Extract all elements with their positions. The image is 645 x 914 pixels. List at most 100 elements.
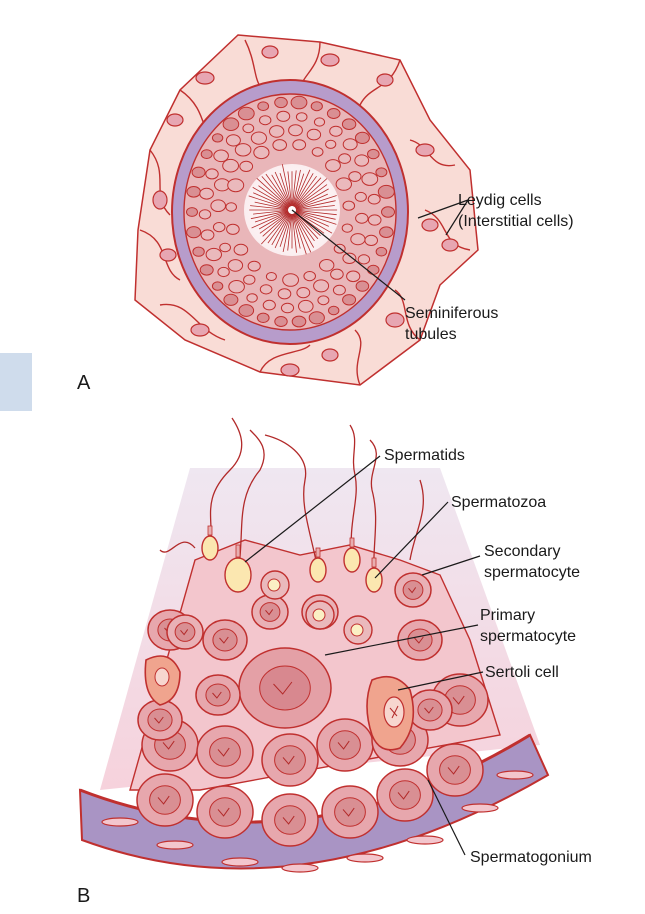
side-tab <box>0 353 32 411</box>
primary-spermatocyte-cell-chromatin <box>273 681 293 695</box>
panel-a-cross-section <box>134 34 479 386</box>
tubule-cell <box>342 252 357 264</box>
tubule-cell <box>238 304 255 317</box>
panel-letter-b: B <box>77 885 91 907</box>
panel-letter-a: A <box>77 372 91 394</box>
tubule-cell <box>225 134 241 147</box>
spermatogonium-cell-nucleus <box>274 805 306 835</box>
sperm-tail <box>279 213 292 247</box>
sperm-midpiece <box>235 544 241 558</box>
tubule-cell <box>288 124 303 137</box>
tubule-cell <box>308 311 325 325</box>
sperm-tail <box>248 195 289 210</box>
tubule-cell <box>242 123 255 134</box>
secondary-spermatocyte-cell-chromatin <box>408 587 417 594</box>
tubule-cell <box>298 299 314 313</box>
sperm-tail <box>258 185 290 208</box>
interstitial-cells <box>152 45 459 377</box>
sperm-tail <box>261 212 290 245</box>
sperm-tail <box>271 174 291 207</box>
leader-lines-a <box>291 199 469 301</box>
tubule-cell <box>364 234 379 246</box>
sperm-tail <box>295 211 329 227</box>
sperm-tail <box>261 176 290 208</box>
label-seminiferous-line1: Seminiferous <box>405 305 499 322</box>
sperm-tail <box>274 171 291 207</box>
sperm-tail <box>294 178 328 208</box>
sperm-midpiece <box>371 557 377 568</box>
sperm-tail <box>292 213 301 249</box>
sperm-tail <box>292 213 307 255</box>
tubule-cell <box>375 246 388 257</box>
tubule-cell <box>341 223 353 233</box>
tubule-cell <box>367 193 381 205</box>
tubule-cells <box>186 95 395 328</box>
sperm-tail <box>295 188 329 209</box>
sperm-tail <box>282 213 292 252</box>
tubule-cell <box>228 280 245 294</box>
tubule-cell <box>226 223 240 235</box>
label-leydig-cells-line1: Leydig cells <box>458 192 542 209</box>
primary-spermatocyte-cell-nucleus <box>417 698 443 722</box>
spermatogonium-cell-nucleus <box>389 780 421 810</box>
tubule-cell <box>329 125 343 137</box>
sperm-midpiece <box>207 525 213 536</box>
membrane-vessel <box>281 863 319 873</box>
label-sertoli-cell: Sertoli cell <box>485 664 559 681</box>
membrane-vessel <box>101 817 139 827</box>
tubule-cell <box>325 159 341 172</box>
tubule-cell <box>303 271 317 282</box>
tubule-cell <box>350 233 366 246</box>
tubule-cell <box>367 148 380 160</box>
secondary-spermatocyte-cell-nucleus <box>402 580 424 600</box>
label-primary-line1: Primary <box>480 607 536 624</box>
primary-spermatocyte-cell-chromatin <box>154 716 164 724</box>
sperm-tail <box>293 213 315 248</box>
spermatogonium-cell-nucleus <box>209 737 241 767</box>
sperm-tail <box>159 541 196 553</box>
primary-spermatocyte-cell-chromatin <box>219 636 229 644</box>
sperm-tail <box>294 177 322 208</box>
sperm-tail <box>250 205 289 210</box>
sperm-head <box>309 557 327 583</box>
primary-spermatocyte-cell-nucleus <box>212 628 238 652</box>
sperm-tail <box>262 212 290 237</box>
tubule-cell <box>335 177 352 191</box>
sperm-midpiece <box>315 547 321 558</box>
sperm-tail <box>252 186 289 209</box>
tubule-cell <box>377 184 395 199</box>
tubule-cell <box>330 268 344 280</box>
germ-cells <box>136 570 489 847</box>
tubule-cell <box>342 200 356 211</box>
tubule-cell <box>296 287 311 299</box>
sperm-tail <box>279 172 292 207</box>
tubule-cell <box>222 158 240 173</box>
tubule-cell <box>253 145 270 160</box>
sertoli-cell-left <box>144 655 181 706</box>
spermatogonium-cell-chromatin <box>217 807 230 817</box>
primary-spermatocyte-cell-chromatin <box>212 691 222 699</box>
sperm-tail <box>292 169 301 207</box>
tubule-cell <box>256 312 270 323</box>
tubule-cell <box>354 154 370 167</box>
sperm-tail <box>264 434 319 571</box>
tubule-cell <box>290 95 308 110</box>
tubule-cell <box>274 96 288 109</box>
tubule-cell <box>186 186 201 198</box>
tubule-cell <box>212 222 226 233</box>
tubule-cell <box>259 284 273 295</box>
spermatogonium-cell-chromatin <box>337 740 350 750</box>
sperm-tail <box>295 205 335 210</box>
membrane-vessel <box>221 857 259 867</box>
tubule-cell <box>199 264 214 276</box>
sperm-tail <box>287 213 292 251</box>
tubule-cell <box>239 160 254 172</box>
tubule-cell <box>306 128 322 141</box>
sperm-tail <box>253 210 289 215</box>
membrane-vessel <box>496 770 534 780</box>
sperm-tail <box>295 193 328 209</box>
sperm-tail <box>292 170 297 207</box>
spermatid-acrosome <box>267 578 281 592</box>
tubule-cell <box>262 299 276 311</box>
label-spermatozoa: Spermatozoa <box>451 494 547 511</box>
